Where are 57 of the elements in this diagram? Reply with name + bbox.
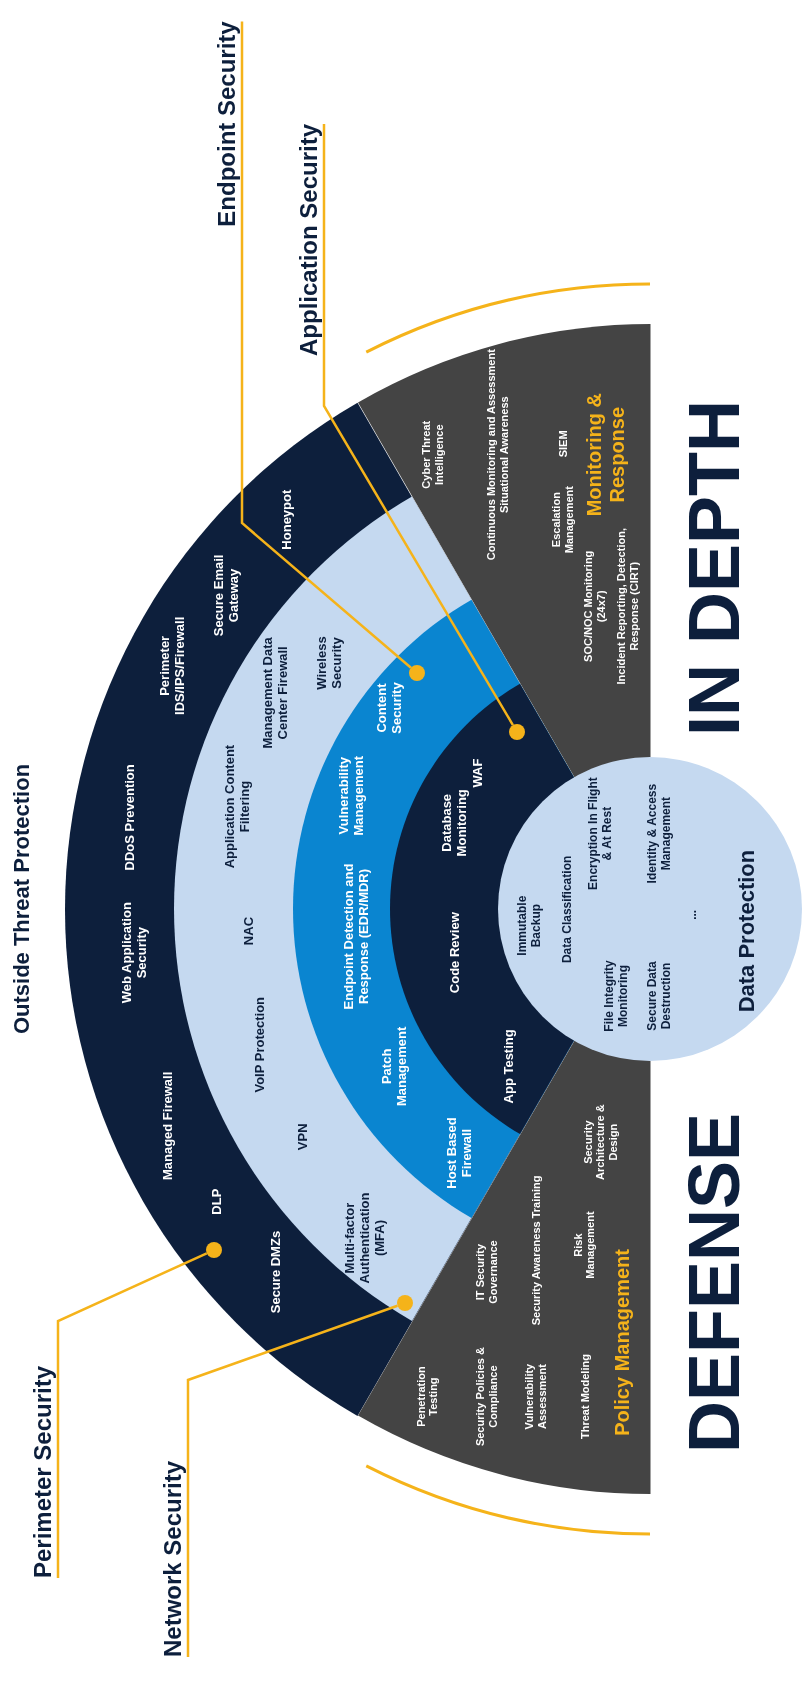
layer-label: Secure Data Destruction xyxy=(646,960,675,1033)
layer-label: Incident Reporting, Detection, Response (CIRT) xyxy=(615,527,641,687)
layer-label: Escalation Management xyxy=(550,485,576,556)
layer-label: Code Review xyxy=(447,911,463,996)
layer-label: Threat Modeling xyxy=(578,1353,591,1442)
layer-label: Wireless Security xyxy=(315,635,345,692)
layer-label: Management Data Center Firewall xyxy=(261,636,291,751)
layer-label: VoIP Protection xyxy=(252,996,268,1094)
layer-label: IT Security Governance xyxy=(474,1239,500,1306)
layer-label: Database Monitoring xyxy=(439,788,470,859)
section-title: Perimeter Security xyxy=(29,1365,57,1579)
layer-label: Encryption In Flight & At Rest xyxy=(587,776,615,892)
section-title: Endpoint Security xyxy=(213,21,241,227)
title-text: Outside Threat Protection xyxy=(11,763,33,1035)
layer-label: Secure DMZs xyxy=(268,1229,284,1316)
section-title: Network Security xyxy=(159,1460,187,1658)
layer-label: Vulnerability Management xyxy=(336,755,367,838)
section-heading: Data Protection xyxy=(734,848,760,1015)
layer-label: Data Classification xyxy=(561,854,576,966)
title-text: DEFENSE xyxy=(678,1112,750,1454)
section-heading: Policy Management xyxy=(611,1248,634,1438)
layer-label: Immutable Backup xyxy=(516,894,545,958)
layer-label: Security Policies & Compliance xyxy=(474,1346,500,1449)
section-title: Application Security xyxy=(295,124,323,356)
layer-label: Multi-factor Authentication (MFA) xyxy=(342,1191,388,1286)
layer-label: Identity & Access Management xyxy=(646,782,675,886)
layer-label: ... xyxy=(685,908,700,922)
layer-label: DLP xyxy=(209,1187,224,1217)
leader-line xyxy=(322,124,514,726)
layer-label: SOC/NOC Monitoring (24x7) xyxy=(582,549,609,664)
layer-label: Security Architecture & Design xyxy=(581,1103,620,1183)
layer-label: WAF xyxy=(470,757,486,790)
layer-label: Perimeter IDS/IPS/Firewall xyxy=(158,615,189,717)
layer-label: Risk Management xyxy=(571,1210,598,1281)
layer-label: SIEM xyxy=(556,429,570,460)
layer-label: Continuous Monitoring and Assessment Situational Awareness xyxy=(485,348,511,563)
layer-label: Host Based Firewall xyxy=(445,1116,476,1191)
layer-label: Endpoint Detection and Response (EDR/MDR) xyxy=(342,862,373,1012)
layer-label: Security Awareness Training xyxy=(529,1174,543,1327)
layer-label: Penetration Testing xyxy=(415,1365,441,1429)
layer-label: Managed Firewall xyxy=(160,1070,176,1183)
layer-label: Cyber Threat Intelligence xyxy=(420,419,446,491)
layer-label: VPN xyxy=(295,1122,311,1153)
layer-label: Web Application Security xyxy=(120,901,151,1006)
layer-label: Application Content Filtering xyxy=(223,743,254,871)
layer-label: File Integrity Monitoring xyxy=(603,959,631,1034)
leader-line xyxy=(240,21,412,669)
layer-label: Vulnerability Assessment xyxy=(523,1362,549,1432)
layer-label: NAC xyxy=(241,915,257,948)
leader-line xyxy=(186,1304,398,1657)
title-text: IN DEPTH xyxy=(678,400,750,736)
layer-label: Honeypot xyxy=(279,488,295,552)
layer-label: DDoS Prevention xyxy=(122,763,138,873)
layer-label: Secure Email Gateway xyxy=(212,553,243,639)
layer-label: Patch Management xyxy=(380,1025,411,1109)
layer-label: Content Security xyxy=(375,681,405,736)
layer-label: App Testing xyxy=(501,1028,517,1106)
